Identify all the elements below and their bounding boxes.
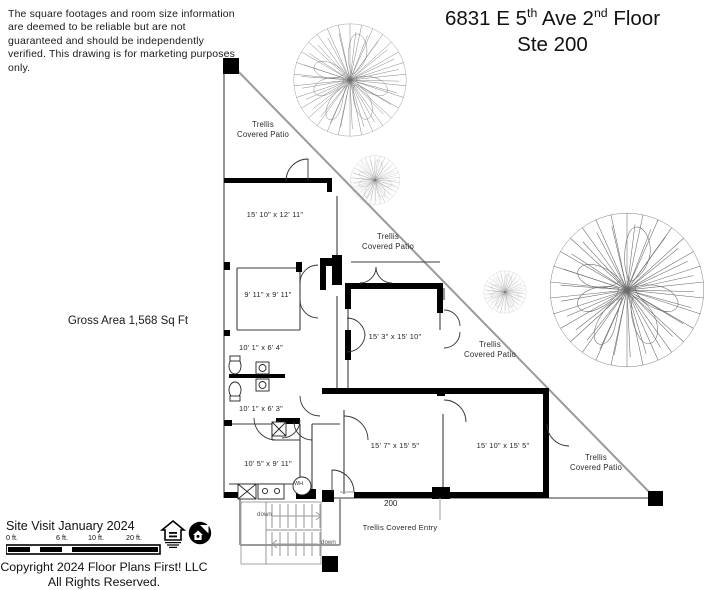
floor-plans-first-logo-icon	[188, 521, 212, 545]
dimension-room-center: 15' 3" x 15' 10"	[368, 332, 422, 341]
patio-line-1: Trellis	[585, 453, 607, 462]
patio-line-2: Covered Patio	[361, 242, 414, 251]
door-swings	[253, 158, 570, 493]
disclaimer-text: The square footages and room size inform…	[8, 8, 236, 74]
dimension-room-bath-lower: 10' 1" x 6' 3"	[238, 404, 284, 413]
equal-housing-opportunity-icon	[160, 519, 186, 548]
water-heater-icon	[292, 476, 312, 496]
kitchen-fixtures	[237, 421, 312, 500]
site-visit-label: Site Visit January 2024	[6, 519, 135, 533]
title-address-part3: Floor	[607, 7, 661, 30]
staircase	[240, 501, 322, 565]
entry-door-post	[432, 487, 450, 499]
title-address-part1: 6831 E 5	[444, 7, 528, 30]
copyright-block: Copyright 2024 Floor Plans First! LLC Al…	[0, 560, 208, 590]
copyright-line-1: Copyright 2024 Floor Plans First! LLC	[0, 560, 208, 574]
patio-line-2: Covered Patio	[236, 130, 289, 139]
scale-tick-20: 20 ft.	[126, 533, 142, 542]
scale-tick-6: 6 ft.	[56, 533, 68, 542]
scale-tick-10: 10 ft.	[88, 533, 104, 542]
patio-line-1: Trellis	[252, 120, 274, 129]
patio-line-1: Trellis	[479, 340, 501, 349]
tree-small-middle	[483, 270, 527, 314]
trellis-post-bottom-right	[648, 491, 663, 506]
trellis-post-top-left	[223, 58, 239, 74]
label-trellis-covered-patio-center-top: Trellis Covered Patio	[340, 232, 436, 252]
stair-label-down-lower: down	[321, 539, 336, 546]
title-line-2: Ste 200	[517, 33, 588, 56]
tree-small-upper	[350, 155, 400, 205]
patio-line-1: Trellis	[377, 232, 399, 241]
gross-area-label: Gross Area 1,568 Sq Ft	[67, 315, 189, 327]
scale-bar-graphic	[6, 544, 161, 555]
title-line-1: 6831 E 5th Ave 2nd Floor	[400, 6, 705, 32]
water-heater-label: WH	[294, 481, 303, 487]
page-title: 6831 E 5th Ave 2nd Floor Ste 200	[400, 6, 705, 58]
label-trellis-covered-entry: Trellis Covered Entry	[362, 523, 438, 532]
stair-label-down-upper: down	[257, 511, 272, 518]
entry-threshold	[340, 491, 441, 520]
scale-tick-0: 0 ft.	[6, 533, 18, 542]
tree-large-right	[549, 212, 705, 368]
tree-large-top	[293, 23, 407, 137]
scale-bar: 0 ft. 6 ft. 10 ft. 20 ft.	[0, 533, 208, 559]
label-trellis-covered-patio-top-left: Trellis Covered Patio	[218, 120, 308, 140]
dimension-room-kitchen: 10' 5" x 9' 11"	[244, 459, 292, 468]
footer-block: Site Visit January 2024 0 ft. 6 ft. 10 f…	[0, 519, 208, 590]
dimension-room-bath-upper: 10' 1" x 6' 4"	[238, 343, 284, 352]
dimension-room-upper-left: 15' 10" x 12' 11"	[246, 210, 304, 219]
structural-walls	[223, 58, 663, 506]
title-sup-th: th	[527, 6, 538, 21]
label-trellis-covered-patio-center-right: Trellis Covered Patio	[442, 340, 538, 360]
kitchen-sink-icon	[257, 483, 285, 500]
patio-line-2: Covered Patio	[569, 463, 622, 472]
dimension-room-bedroom: 9' 11" x 9' 11"	[244, 290, 292, 299]
copyright-line-2: All Rights Reserved.	[47, 575, 161, 589]
dimension-room-lower-right: 15' 10" x 15' 5"	[476, 441, 530, 450]
suite-number-label: 200	[384, 499, 398, 508]
dimension-room-lower-center: 15' 7" x 15' 5"	[370, 441, 420, 450]
title-sup-nd: nd	[593, 6, 608, 21]
label-trellis-covered-patio-bottom-right: Trellis Covered Patio	[548, 453, 644, 473]
stair-bottom-post	[322, 556, 338, 572]
bathroom-fixtures	[228, 355, 270, 402]
title-address-part2: Ave 2	[537, 7, 594, 30]
patio-line-2: Covered Patio	[463, 350, 516, 359]
